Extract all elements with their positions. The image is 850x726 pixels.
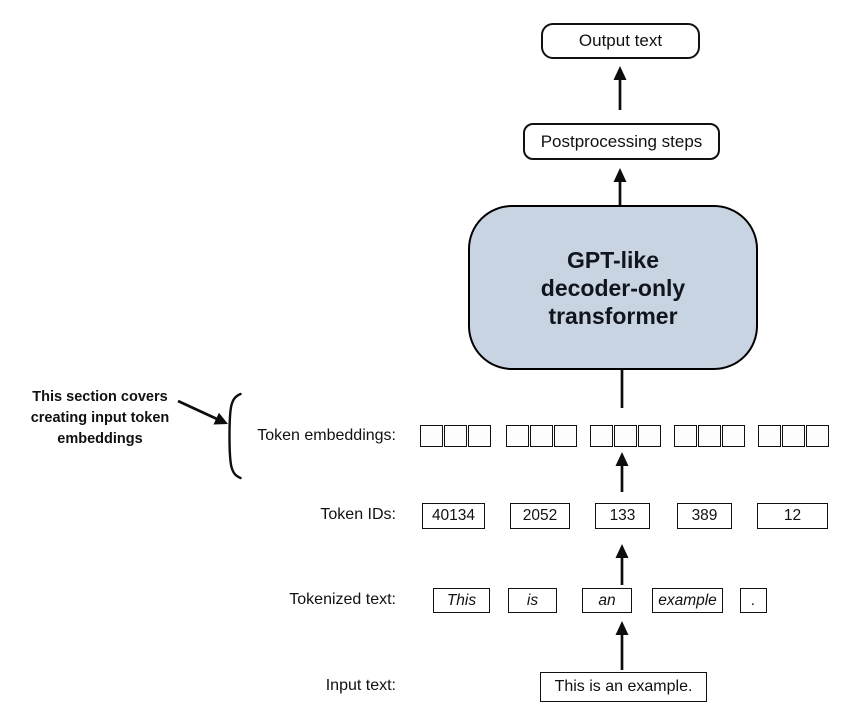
- transformer-box: GPT-like decoder-only transformer: [468, 205, 758, 370]
- embedding-cell: [698, 425, 721, 447]
- token-id-box: 2052: [510, 503, 570, 529]
- embedding-group-5: [758, 425, 829, 447]
- embedding-cell: [638, 425, 661, 447]
- embedding-cell: [722, 425, 745, 447]
- tokenized-text-label: Tokenized text:: [289, 591, 396, 608]
- output-text-box: Output text: [541, 23, 700, 59]
- embedding-cell: [758, 425, 781, 447]
- annotation-line-3: embeddings: [57, 431, 143, 447]
- token-id-box: 12: [757, 503, 828, 529]
- embedding-cell: [614, 425, 637, 447]
- token-word-box: is: [508, 588, 557, 613]
- token-word-box: This: [433, 588, 490, 613]
- arrowhead-transformer-to-postprocessing: [613, 168, 627, 182]
- input-text-box: This is an example.: [540, 672, 707, 702]
- embedding-cell: [590, 425, 613, 447]
- arrowhead-tokens-to-ids: [615, 544, 629, 558]
- section-annotation: This section covers creating input token…: [12, 387, 188, 450]
- postprocessing-box: Postprocessing steps: [523, 123, 720, 160]
- embedding-cell: [806, 425, 829, 447]
- token-id-box: 389: [677, 503, 732, 529]
- embedding-cell: [506, 425, 529, 447]
- token-id-box: 40134: [422, 503, 485, 529]
- embedding-cell: [420, 425, 443, 447]
- postprocessing-label: Postprocessing steps: [540, 131, 703, 151]
- token-word-box: example: [652, 588, 723, 613]
- embedding-cell: [674, 425, 697, 447]
- token-embeddings-label: Token embeddings:: [257, 427, 396, 444]
- arrowhead-ids-to-embeddings: [615, 452, 629, 466]
- transformer-line-3: transformer: [548, 302, 678, 329]
- embedding-cell: [444, 425, 467, 447]
- embedding-cell: [468, 425, 491, 447]
- transformer-line-2: decoder-only: [540, 274, 686, 301]
- arrowhead-annotation: [213, 412, 228, 425]
- embedding-group-3: [590, 425, 661, 447]
- embedding-group-4: [674, 425, 745, 447]
- embedding-group-2: [506, 425, 577, 447]
- input-text-label: Input text:: [325, 677, 396, 694]
- token-id-box: 133: [595, 503, 650, 529]
- annotation-line-1: This section covers: [32, 389, 168, 405]
- arrowhead-postprocessing-to-output: [613, 66, 627, 80]
- output-text-label: Output text: [578, 31, 663, 50]
- embedding-cell: [554, 425, 577, 447]
- arrowhead-input-to-tokens: [615, 621, 629, 635]
- embedding-cell: [530, 425, 553, 447]
- transformer-line-1: GPT-like: [566, 246, 660, 273]
- embedding-cell: [782, 425, 805, 447]
- token-word-box: .: [740, 588, 767, 613]
- embedding-group-1: [420, 425, 491, 447]
- token-ids-label: Token IDs:: [320, 506, 396, 523]
- annotation-line-2: creating input token: [30, 410, 170, 426]
- token-word-box: an: [582, 588, 632, 613]
